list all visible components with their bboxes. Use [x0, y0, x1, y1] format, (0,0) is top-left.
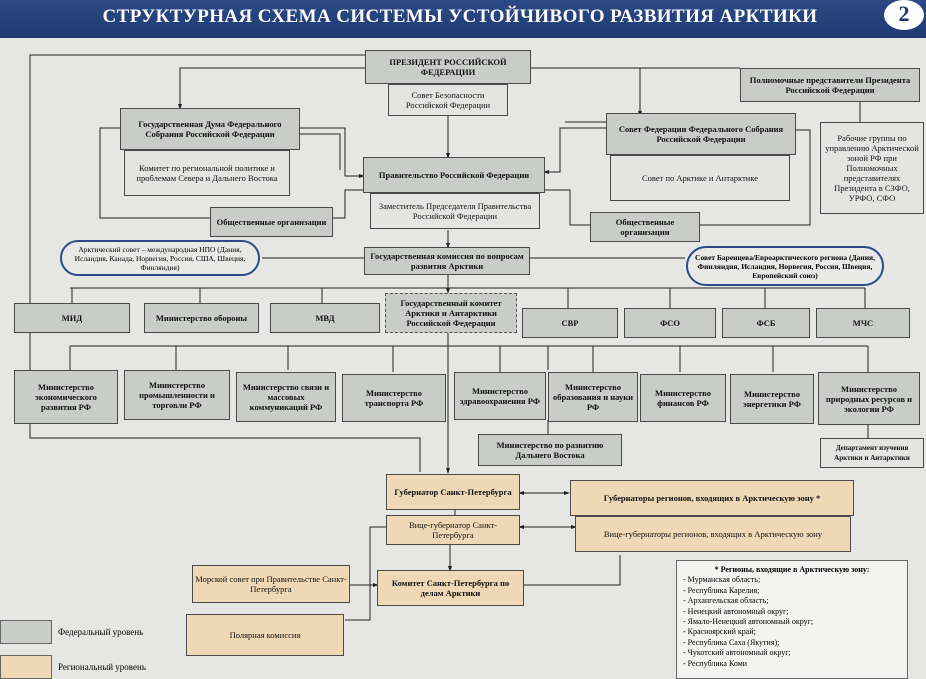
spb-arctic-committee-box: Комитет Санкт-Петербурга по делам Арктик…	[377, 570, 524, 606]
regional-governors-box: Губернаторы регионов, входящих в Арктиче…	[570, 480, 854, 516]
agency-fsb: ФСБ	[722, 308, 810, 338]
marine-council-box: Морской совет при Правительстве Санкт-Пе…	[192, 565, 350, 603]
regions-note-item: - Ненецкий автономный округ;	[683, 606, 789, 616]
regions-note: * Регионы, входящие в Арктическую зону: …	[676, 560, 908, 679]
regions-note-item: - Республика Саха (Якутия);	[683, 637, 780, 647]
agency-mchs: МЧС	[816, 308, 910, 338]
regional-vice-governors-box: Вице-губернаторы регионов, входящих в Ар…	[575, 516, 851, 552]
legend-regional-label: Региональный уровень	[58, 662, 146, 672]
legend-regional-swatch	[0, 655, 52, 679]
vice-governor-spb-box: Вице-губернатор Санкт-Петербурга	[386, 515, 520, 545]
ministry-education: Министерство образования и науки РФ	[548, 372, 638, 422]
public-orgs-right-box: Общественные организации	[590, 212, 700, 242]
governor-spb-box: Губернатор Санкт-Петербурга	[386, 474, 520, 510]
page-title: СТРУКТУРНАЯ СХЕМА СИСТЕМЫ УСТОЙЧИВОГО РА…	[102, 6, 818, 27]
ministry-communications: Министерство связи и массовых коммуникац…	[236, 372, 336, 422]
ministry-health: Министерство здравоохранения РФ	[454, 372, 546, 420]
ministry-natural-resources: Министерство природных ресурсов и эколог…	[818, 372, 920, 425]
ministry-energy: Министерство энергетики РФ	[730, 374, 814, 424]
state-duma-box: Государственная Дума Федерального Собран…	[120, 108, 300, 150]
ministry-finance: Министерство финансов РФ	[640, 374, 726, 422]
deputy-chair-box: Заместитель Председателя Правительства Р…	[370, 193, 540, 229]
federation-council-box: Совет Федерации Федерального Собрания Ро…	[606, 113, 796, 155]
polar-commission-box: Полярная комиссия	[186, 614, 344, 656]
barents-council-oval: Совет Баренцева/Евроарктического региона…	[686, 246, 884, 286]
title-bar: СТРУКТУРНАЯ СХЕМА СИСТЕМЫ УСТОЙЧИВОГО РА…	[0, 0, 926, 38]
regions-note-item: - Мурманская область;	[683, 575, 761, 585]
ministry-economic: Министерство экономического развития РФ	[14, 370, 118, 424]
arctic-department-box: Департамент изучения Арктики и Антарктик…	[820, 438, 924, 468]
agency-svr: СВР	[522, 308, 618, 338]
regions-note-item: - Ямало-Ненецкий автономный округ;	[683, 617, 814, 627]
state-commission-box: Государственная комиссия по вопросам раз…	[364, 247, 530, 275]
agency-fso: ФСО	[624, 308, 716, 338]
regions-note-item: - Республика Коми	[683, 658, 748, 668]
president-box: ПРЕЗИДЕНТ РОССИЙСКОЙ ФЕДЕРАЦИИ	[365, 50, 531, 84]
working-groups-box: Рабочие группы по управлению Арктической…	[820, 122, 924, 214]
government-box: Правительство Российской Федерации	[363, 157, 545, 193]
duma-committee-box: Комитет по региональной политике и пробл…	[124, 150, 290, 196]
legend-federal-label: Федеральный уровень	[58, 627, 144, 637]
regions-note-item: - Красноярский край;	[683, 627, 756, 637]
agency-defense: Министерство обороны	[144, 303, 259, 333]
arctic-council-oval: Арктический совет – международная НПО (Д…	[60, 240, 260, 276]
arctic-antarctic-council-box: Совет по Арктике и Антарктике	[610, 155, 790, 201]
security-council-box: Совет Безопасности Российской Федерации	[388, 84, 508, 116]
state-committee-box: Государственный комитет Арктики и Антарк…	[385, 293, 517, 333]
regions-note-title: * Регионы, входящие в Арктическую зону:	[714, 565, 870, 574]
agency-mvd: МВД	[270, 303, 380, 333]
ministry-far-east: Министерство по развитию Дальнего Восток…	[478, 434, 622, 466]
regions-note-item: - Чукотский автономный округ;	[683, 648, 791, 658]
page-number-badge: 2	[884, 0, 924, 30]
envoys-box: Полномочные представители Президента Рос…	[740, 68, 920, 102]
regions-note-item: - Архангельская область;	[683, 596, 769, 606]
public-orgs-left-box: Общественные организации	[210, 207, 333, 237]
regions-note-item: - Республика Карелия;	[683, 585, 760, 595]
ministry-industry: Министерство промышленности и торговли Р…	[124, 370, 230, 420]
legend-federal-swatch	[0, 620, 52, 644]
ministry-transport: Министерство транспорта РФ	[342, 374, 446, 422]
agency-mid: МИД	[14, 303, 130, 333]
